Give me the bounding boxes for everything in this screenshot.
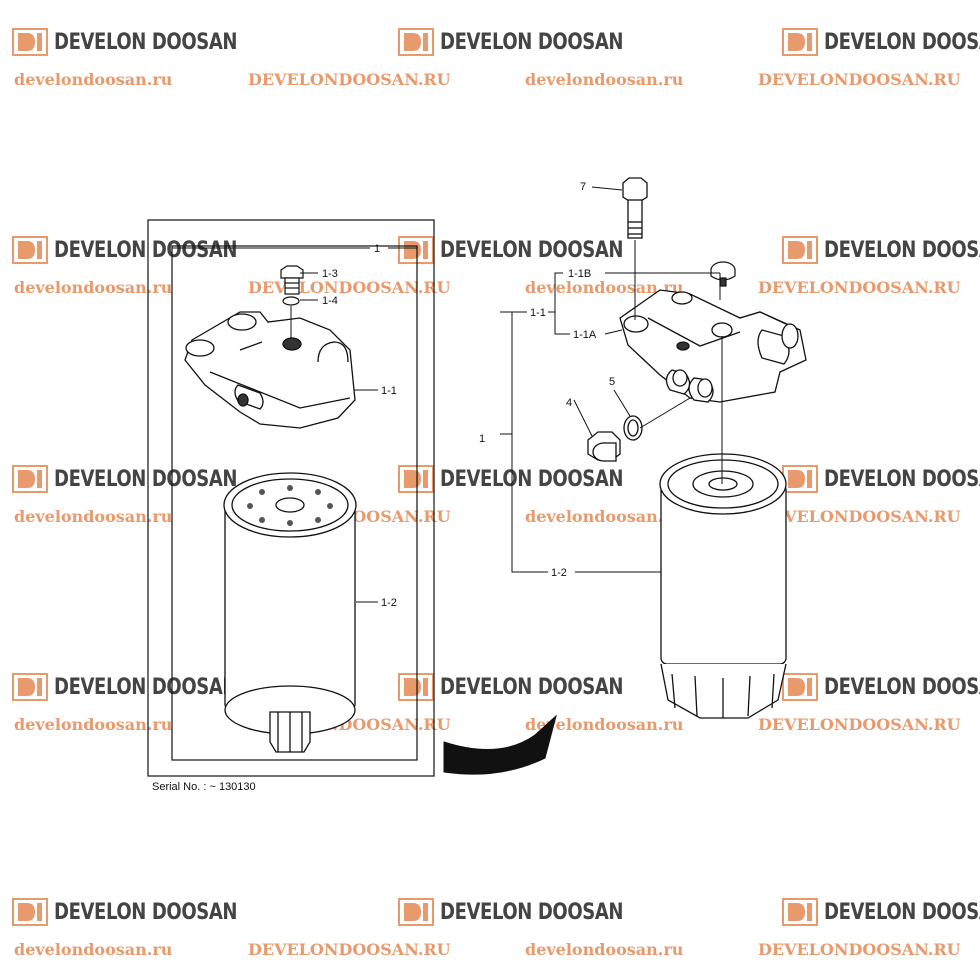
right-leader-lines <box>500 186 723 573</box>
watermark-logo: DEVELON DOOSAN <box>782 28 980 56</box>
filter-cartridge-1-2 <box>223 472 357 753</box>
brand-logo-icon <box>398 898 434 926</box>
watermark-url: DEVELONDOOSAN.RU <box>248 940 451 959</box>
outer-frame <box>147 219 435 777</box>
watermark-logo: DEVELON DOOSAN <box>398 28 663 56</box>
callout-5: 5 <box>609 376 615 388</box>
callout-1-3: 1-3 <box>322 268 338 280</box>
watermark-logo: DEVELON DOOSAN <box>12 465 277 493</box>
callout-1-4: 1-4 <box>322 295 338 307</box>
callout-1-1A: 1-1A <box>573 329 597 341</box>
watermark-logo: DEVELON DOOSAN <box>12 673 277 701</box>
drain-plug-4 <box>587 431 621 462</box>
watermark-brand-text: DEVELON DOOSAN <box>824 29 980 55</box>
watermark-brand-text: DEVELON DOOSAN <box>54 466 238 492</box>
callout-1-2-right: 1-2 <box>551 567 567 579</box>
watermark-brand-text: DEVELON DOOSAN <box>824 899 980 925</box>
watermark-url: develondoosan.ru <box>525 507 684 526</box>
o-ring-1-4 <box>282 296 300 306</box>
brand-logo-icon <box>398 28 434 56</box>
callout-1-1-left: 1-1 <box>381 385 397 397</box>
brand-logo-icon <box>782 673 818 701</box>
watermark-logo: DEVELON DOOSAN <box>782 898 980 926</box>
watermark-logo: DEVELON DOOSAN <box>398 673 663 701</box>
watermark-url: develondoosan.ru <box>14 940 173 959</box>
watermark-brand-text: DEVELON DOOSAN <box>54 237 238 263</box>
filter-cartridge-right-1-2 <box>659 453 787 719</box>
brand-logo-icon <box>782 898 818 926</box>
brand-logo-icon <box>782 236 818 264</box>
watermark-url: develondoosan.ru <box>14 507 173 526</box>
watermark-brand-text: DEVELON DOOSAN <box>440 674 624 700</box>
watermark-url: DEVELONDOOSAN.RU <box>758 70 961 89</box>
serial-number: Serial No. : ~ 130130 <box>152 781 256 793</box>
watermark-url: DEVELONDOOSAN.RU <box>248 70 451 89</box>
watermark-url: develondoosan.ru <box>525 70 684 89</box>
watermark-brand-text: DEVELON DOOSAN <box>440 466 624 492</box>
curved-arrow <box>443 714 557 775</box>
brand-logo-icon <box>12 28 48 56</box>
watermark-brand-text: DEVELON DOOSAN <box>54 899 238 925</box>
watermark-logo: DEVELON DOOSAN <box>12 28 277 56</box>
watermark-logo: DEVELON DOOSAN <box>782 236 980 264</box>
watermark-brand-text: DEVELON DOOSAN <box>824 466 980 492</box>
bolt-7 <box>622 177 648 239</box>
watermark-url: develondoosan.ru <box>14 278 173 297</box>
watermark-url: DEVELONDOOSAN.RU <box>758 507 961 526</box>
watermark-url: develondoosan.ru <box>525 940 684 959</box>
callout-1-right: 1 <box>479 433 485 445</box>
watermark-url: develondoosan.ru <box>14 70 173 89</box>
callout-1-1B: 1-1B <box>568 268 591 280</box>
watermark-logo: DEVELON DOOSAN <box>398 236 663 264</box>
callout-1-2-left: 1-2 <box>381 597 397 609</box>
plug-bolt-1-3 <box>280 265 304 295</box>
callout-4: 4 <box>566 397 572 409</box>
watermark-url: DEVELONDOOSAN.RU <box>758 715 961 734</box>
watermark-logo: DEVELON DOOSAN <box>782 673 980 701</box>
left-leader-lines <box>172 247 417 603</box>
inner-frame <box>171 245 418 761</box>
callout-1-1-right: 1-1 <box>530 307 546 319</box>
watermark-brand-text: DEVELON DOOSAN <box>440 237 624 263</box>
watermark-brand-text: DEVELON DOOSAN <box>54 674 238 700</box>
watermark-brand-text: DEVELON DOOSAN <box>54 29 238 55</box>
brand-logo-icon <box>12 236 48 264</box>
brand-logo-icon <box>12 673 48 701</box>
watermark-url: develondoosan.ru <box>14 715 173 734</box>
watermark-url: develondoosan.ru <box>525 715 684 734</box>
watermark-brand-text: DEVELON DOOSAN <box>824 237 980 263</box>
brand-logo-icon <box>12 898 48 926</box>
watermark-url: DEVELONDOOSAN.RU <box>758 278 961 297</box>
bleed-screw <box>710 261 736 287</box>
callout-1-left: 1 <box>374 243 380 255</box>
watermark-brand-text: DEVELON DOOSAN <box>440 29 624 55</box>
brand-logo-icon <box>782 28 818 56</box>
watermark-logo: DEVELON DOOSAN <box>12 898 277 926</box>
watermark-url: develondoosan.ru <box>525 278 684 297</box>
watermark-url: DEVELONDOOSAN.RU <box>758 940 961 959</box>
watermark-logo: DEVELON DOOSAN <box>12 236 277 264</box>
watermark-brand-text: DEVELON DOOSAN <box>824 674 980 700</box>
callout-7: 7 <box>580 181 586 193</box>
watermark-logo: DEVELON DOOSAN <box>398 898 663 926</box>
washer-5 <box>623 415 643 441</box>
filter-head-right-1-1 <box>619 289 807 403</box>
brand-logo-icon <box>12 465 48 493</box>
filter-head-1-1 <box>184 311 356 429</box>
watermark-brand-text: DEVELON DOOSAN <box>440 899 624 925</box>
